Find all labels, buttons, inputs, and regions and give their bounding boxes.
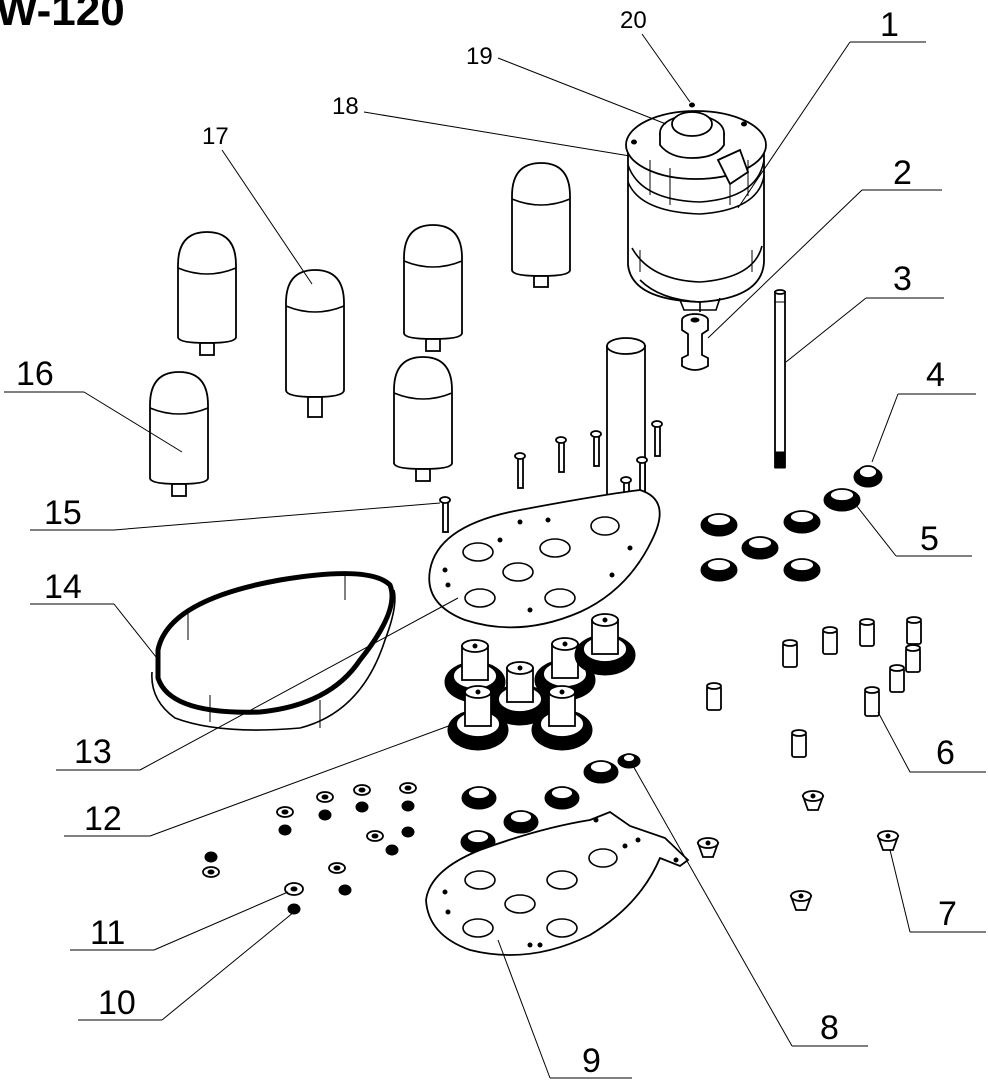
- canister: [177, 231, 237, 356]
- gear: [531, 685, 593, 751]
- callout-12: 12: [84, 800, 122, 838]
- gear: [489, 661, 551, 726]
- callout-20: 20: [620, 7, 647, 34]
- leader-lines: [4, 33, 986, 1079]
- callout-9: 9: [582, 1042, 601, 1080]
- callout-6: 6: [936, 734, 955, 772]
- callout-16: 16: [16, 355, 54, 393]
- canister-parts: [149, 162, 571, 497]
- callout-8: 8: [820, 1009, 839, 1047]
- callout-10: 10: [98, 984, 136, 1022]
- callout-1: 1: [880, 6, 899, 44]
- callout-11: 11: [90, 914, 125, 952]
- canister: [393, 356, 453, 482]
- canister: [511, 162, 571, 288]
- shaft-part: [774, 289, 786, 469]
- callout-labels: 1 2 3 4 5 6 7 8 9 10 11 12 13 14 15 16 1…: [16, 6, 957, 1080]
- canister: [285, 269, 345, 418]
- canister: [149, 371, 209, 497]
- bottom-plate-part: [425, 810, 690, 956]
- belt-part: [151, 571, 396, 731]
- gear: [574, 613, 636, 676]
- gear-parts: [444, 613, 636, 751]
- gear: [447, 685, 509, 751]
- callout-2: 2: [893, 154, 912, 192]
- callout-18: 18: [332, 93, 359, 120]
- foot-parts: [696, 790, 900, 911]
- diagram-title: W-120: [0, 0, 125, 35]
- spindle-part: [681, 313, 709, 371]
- callout-4: 4: [926, 356, 945, 394]
- callout-19: 19: [466, 43, 493, 70]
- callout-15: 15: [44, 494, 82, 532]
- callout-14: 14: [44, 568, 82, 606]
- top-plate-part: [428, 489, 661, 629]
- callout-7: 7: [938, 895, 957, 933]
- canister: [403, 224, 463, 352]
- callout-13: 13: [74, 733, 112, 771]
- spacer-parts: [706, 616, 922, 758]
- bearing-parts: [700, 465, 883, 582]
- callout-17: 17: [202, 123, 229, 150]
- callout-3: 3: [893, 260, 912, 298]
- nut-washer-parts: [202, 782, 417, 915]
- motor-part: [625, 102, 767, 312]
- callout-5: 5: [920, 520, 939, 558]
